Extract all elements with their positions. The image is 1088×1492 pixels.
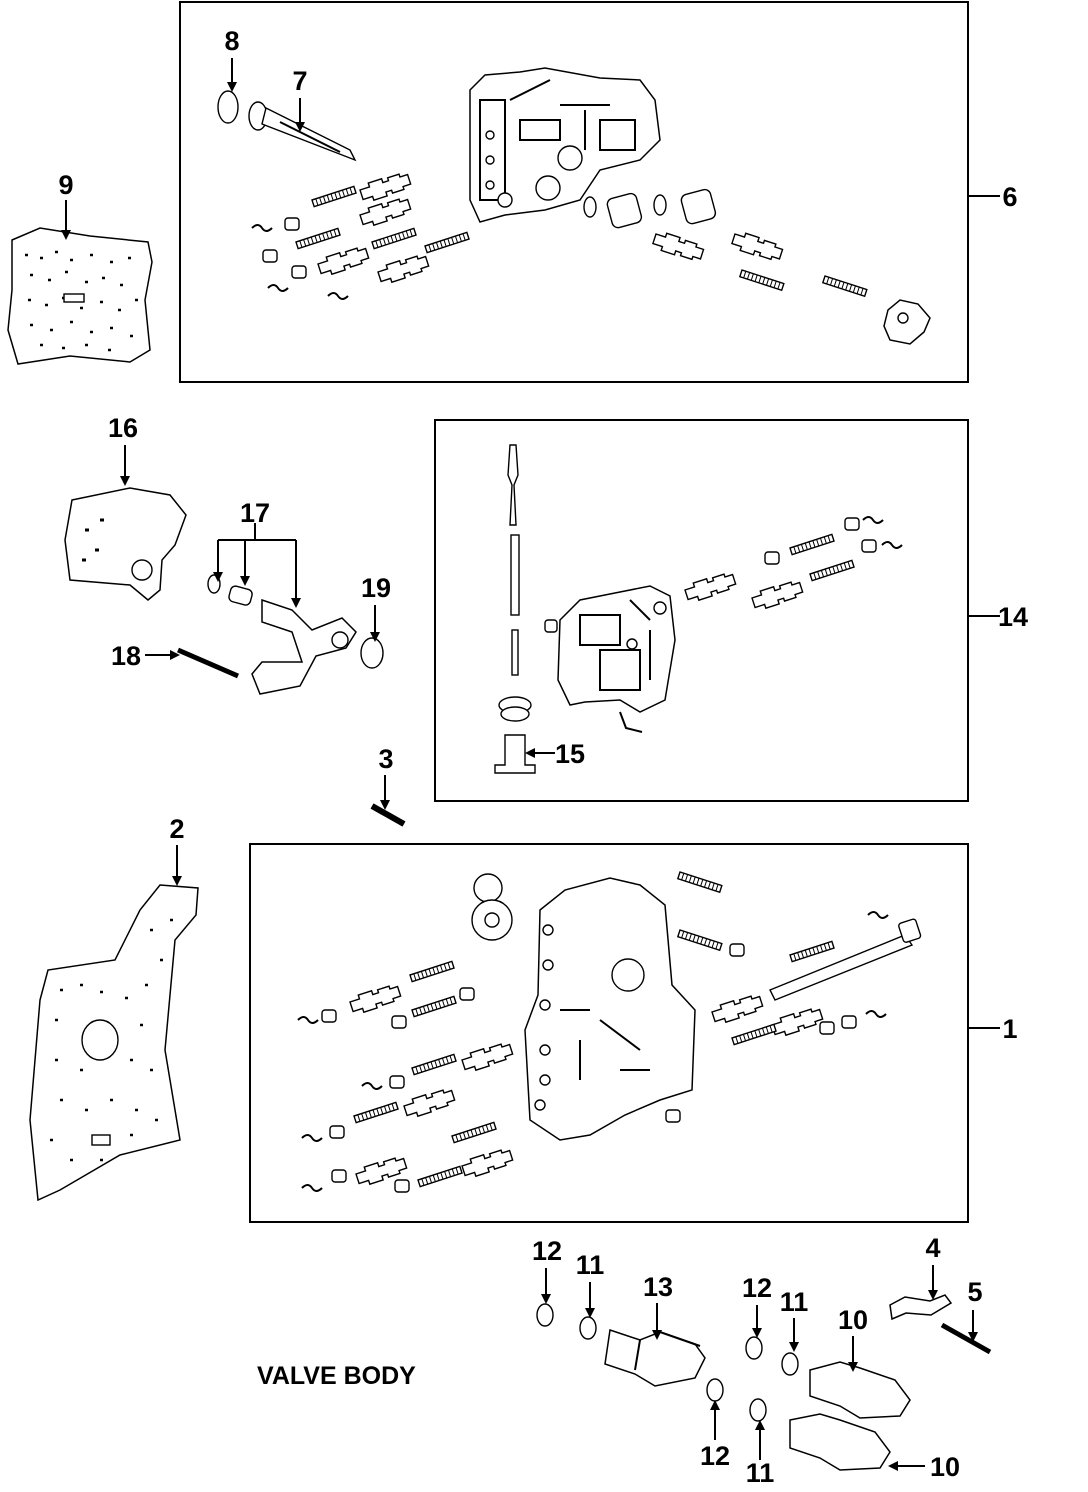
valve-body-main-1 bbox=[297, 871, 922, 1193]
callout-10-a: 10 bbox=[838, 1305, 868, 1335]
gasket-9 bbox=[7, 227, 153, 365]
o-ring-8 bbox=[217, 90, 239, 124]
gasket-16 bbox=[64, 487, 187, 601]
callout-6: 6 bbox=[1002, 182, 1017, 212]
callout-4: 4 bbox=[925, 1233, 940, 1263]
callout-11-b: 11 bbox=[780, 1287, 809, 1317]
callout-12-b: 12 bbox=[742, 1273, 772, 1303]
callout-17: 17 bbox=[240, 498, 270, 528]
callout-13: 13 bbox=[643, 1272, 673, 1302]
upper-valve-parts bbox=[251, 170, 931, 345]
pin-18 bbox=[177, 647, 239, 679]
callout-3: 3 bbox=[378, 744, 393, 774]
callout-14: 14 bbox=[998, 602, 1028, 632]
callout-2: 2 bbox=[169, 814, 184, 844]
callout-9: 9 bbox=[58, 170, 73, 200]
valve-body-upper bbox=[469, 67, 661, 223]
callout-1: 1 bbox=[1002, 1014, 1017, 1044]
gasket-2 bbox=[29, 884, 199, 1202]
callout-12-a: 12 bbox=[532, 1236, 562, 1266]
callout-10-b: 10 bbox=[930, 1452, 960, 1482]
box-assembly-14 bbox=[434, 419, 969, 802]
shift-valve-7 bbox=[248, 101, 357, 162]
callout-18: 18 bbox=[111, 641, 141, 671]
o-ring-19 bbox=[360, 637, 384, 669]
leader-lines bbox=[61, 58, 1000, 1471]
valve-body-lower-14 bbox=[494, 444, 903, 774]
callout-7: 7 bbox=[292, 66, 307, 96]
callout-5: 5 bbox=[967, 1277, 982, 1307]
box-assembly-1 bbox=[249, 843, 969, 1223]
box-assembly-6 bbox=[179, 1, 969, 383]
pin-3 bbox=[370, 803, 406, 827]
callout-11-c: 11 bbox=[746, 1458, 775, 1488]
bottom-parts bbox=[536, 1294, 992, 1471]
callout-19: 19 bbox=[361, 573, 391, 603]
diagram-title: VALVE BODY bbox=[257, 1362, 416, 1390]
callout-8: 8 bbox=[224, 26, 239, 56]
callout-15: 15 bbox=[555, 739, 585, 769]
callout-12-c: 12 bbox=[700, 1441, 730, 1471]
solenoid-17 bbox=[207, 574, 357, 695]
callout-16: 16 bbox=[108, 413, 138, 443]
callout-11-a: 11 bbox=[576, 1250, 605, 1280]
